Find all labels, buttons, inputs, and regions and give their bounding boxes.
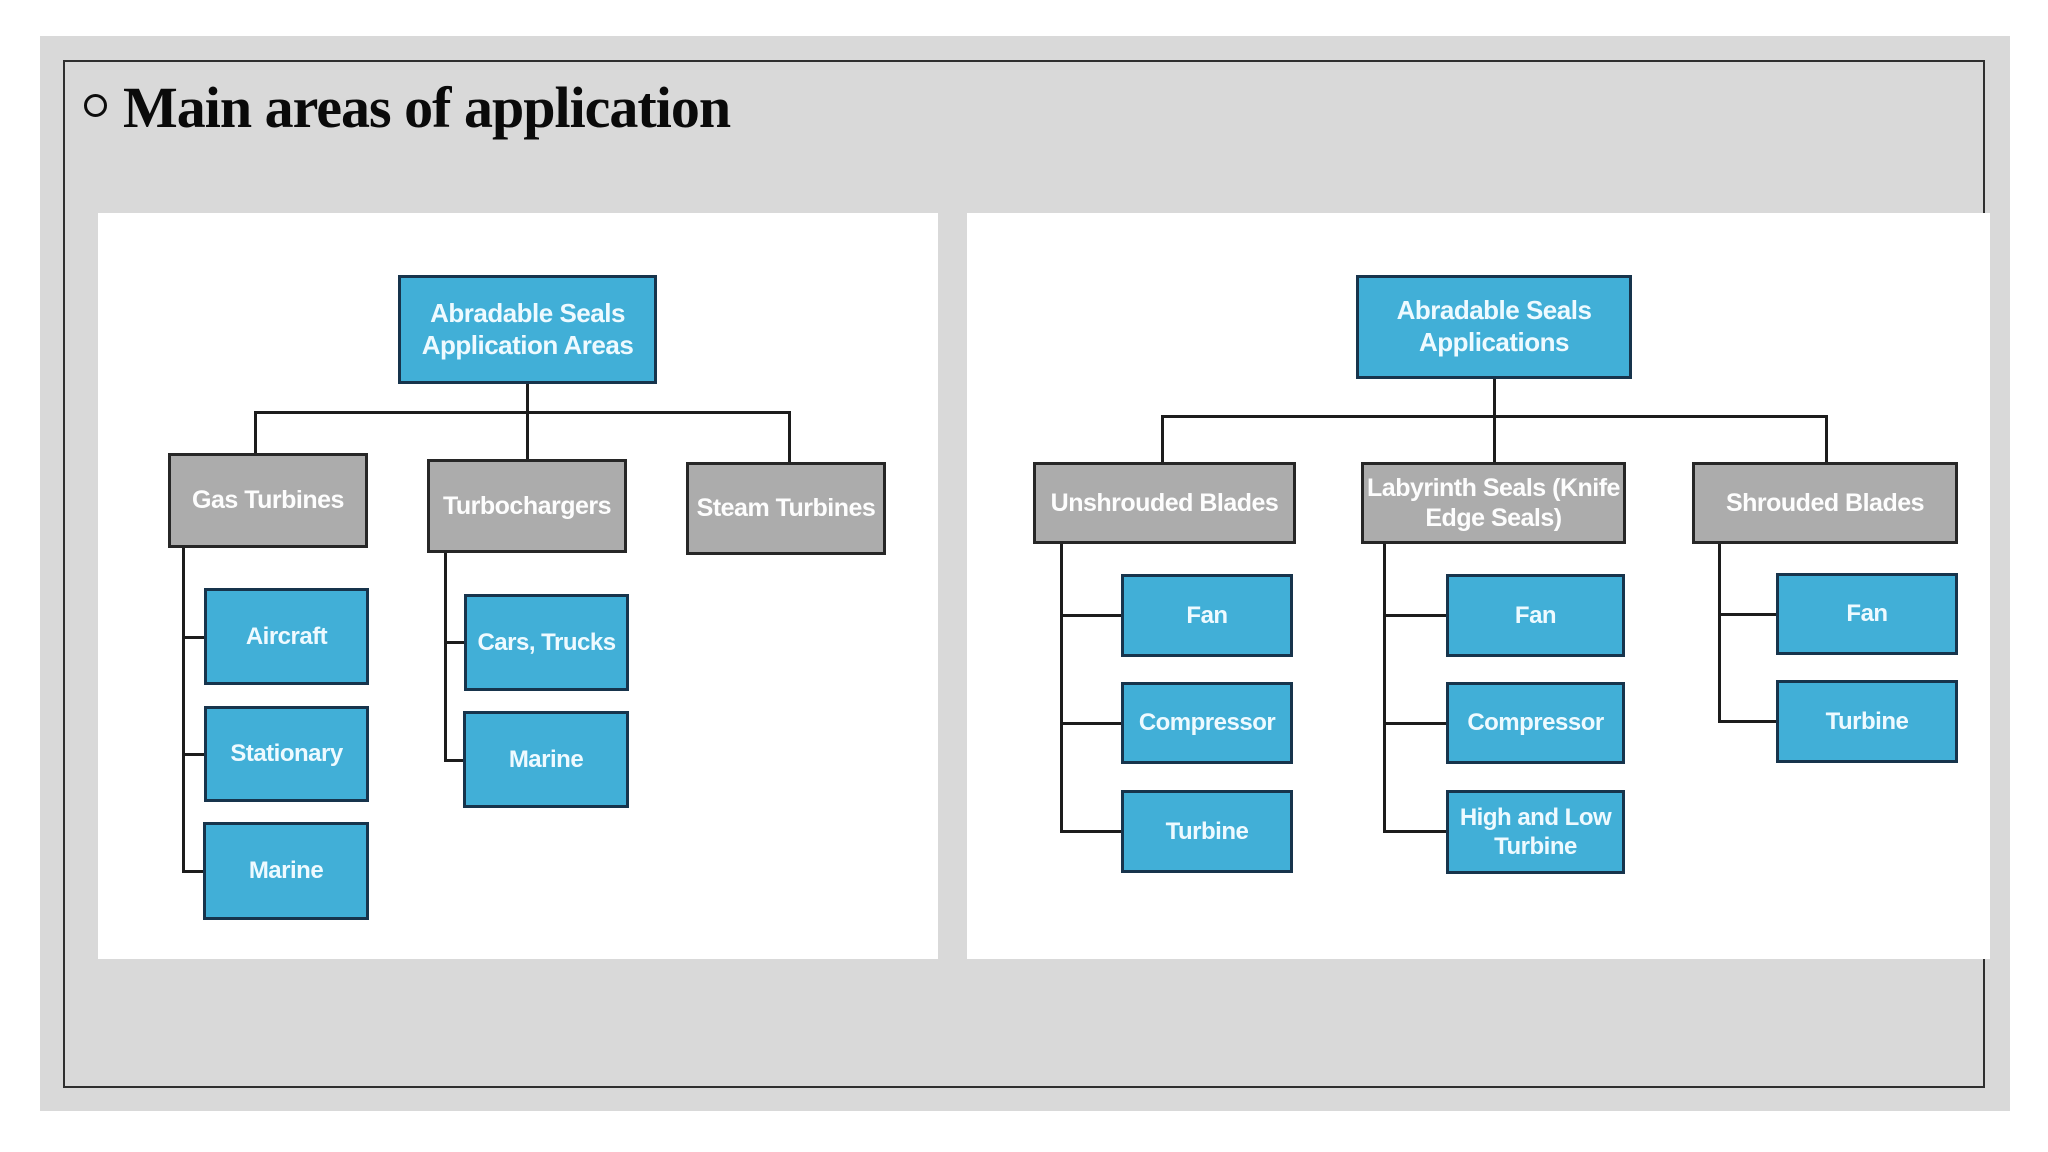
connector-line bbox=[1493, 415, 1496, 462]
node-unshrouded-blades: Unshrouded Blades bbox=[1033, 462, 1296, 544]
node-turbo-marine: Marine bbox=[463, 711, 629, 808]
connector-line bbox=[1718, 544, 1721, 723]
connector-line bbox=[182, 870, 204, 873]
connector-line bbox=[1383, 614, 1446, 617]
left-chart-panel: Abradable Seals Application Areas Gas Tu… bbox=[98, 213, 938, 959]
page-title: Main areas of application bbox=[123, 75, 731, 140]
node-unshrouded-turbine: Turbine bbox=[1121, 790, 1293, 873]
connector-line bbox=[1060, 544, 1063, 833]
connector-line bbox=[182, 636, 204, 639]
node-aircraft: Aircraft bbox=[204, 588, 369, 685]
slide-background: Main areas of application Abradable Seal… bbox=[40, 36, 2010, 1111]
node-high-and-low-turbine: High and Low Turbine bbox=[1446, 790, 1625, 874]
connector-line bbox=[254, 411, 257, 455]
node-steam-turbines: Steam Turbines bbox=[686, 462, 886, 555]
connector-line bbox=[1060, 830, 1121, 833]
node-gas-marine: Marine bbox=[203, 822, 369, 920]
node-labyrinth-seals: Labyrinth Seals (Knife Edge Seals) bbox=[1361, 462, 1626, 544]
node-labyrinth-compressor: Compressor bbox=[1446, 682, 1625, 764]
node-stationary: Stationary bbox=[204, 706, 369, 802]
node-shrouded-blades: Shrouded Blades bbox=[1692, 462, 1958, 544]
node-shrouded-fan: Fan bbox=[1776, 573, 1958, 655]
connector-line bbox=[1060, 722, 1121, 725]
connector-line bbox=[788, 411, 791, 464]
connector-line bbox=[1383, 830, 1446, 833]
slide-title-row: Main areas of application bbox=[84, 75, 731, 140]
node-abradable-seals-application-areas: Abradable Seals Application Areas bbox=[398, 275, 657, 384]
node-turbochargers: Turbochargers bbox=[427, 459, 627, 553]
node-unshrouded-compressor: Compressor bbox=[1121, 682, 1293, 764]
bullet-icon bbox=[84, 94, 107, 117]
connector-line bbox=[1825, 415, 1828, 462]
connector-line bbox=[182, 753, 204, 756]
connector-line bbox=[1383, 544, 1386, 833]
connector-line bbox=[1718, 613, 1776, 616]
connector-line bbox=[1718, 720, 1776, 723]
node-gas-turbines: Gas Turbines bbox=[168, 453, 368, 548]
node-abradable-seals-applications: Abradable Seals Applications bbox=[1356, 275, 1632, 379]
connector-line bbox=[1060, 614, 1121, 617]
connector-line bbox=[444, 553, 447, 762]
node-shrouded-turbine: Turbine bbox=[1776, 680, 1958, 763]
connector-line bbox=[444, 759, 464, 762]
connector-line bbox=[526, 384, 529, 414]
connector-line bbox=[182, 548, 185, 873]
node-unshrouded-fan: Fan bbox=[1121, 574, 1293, 657]
node-cars-trucks: Cars, Trucks bbox=[464, 594, 629, 691]
connector-line bbox=[1161, 415, 1164, 462]
connector-line bbox=[254, 411, 791, 414]
right-chart-panel: Abradable Seals Applications Unshrouded … bbox=[967, 213, 1990, 959]
connector-line bbox=[1383, 722, 1446, 725]
connector-line bbox=[526, 411, 529, 461]
node-labyrinth-fan: Fan bbox=[1446, 574, 1625, 657]
connector-line bbox=[444, 641, 464, 644]
connector-line bbox=[1493, 379, 1496, 417]
